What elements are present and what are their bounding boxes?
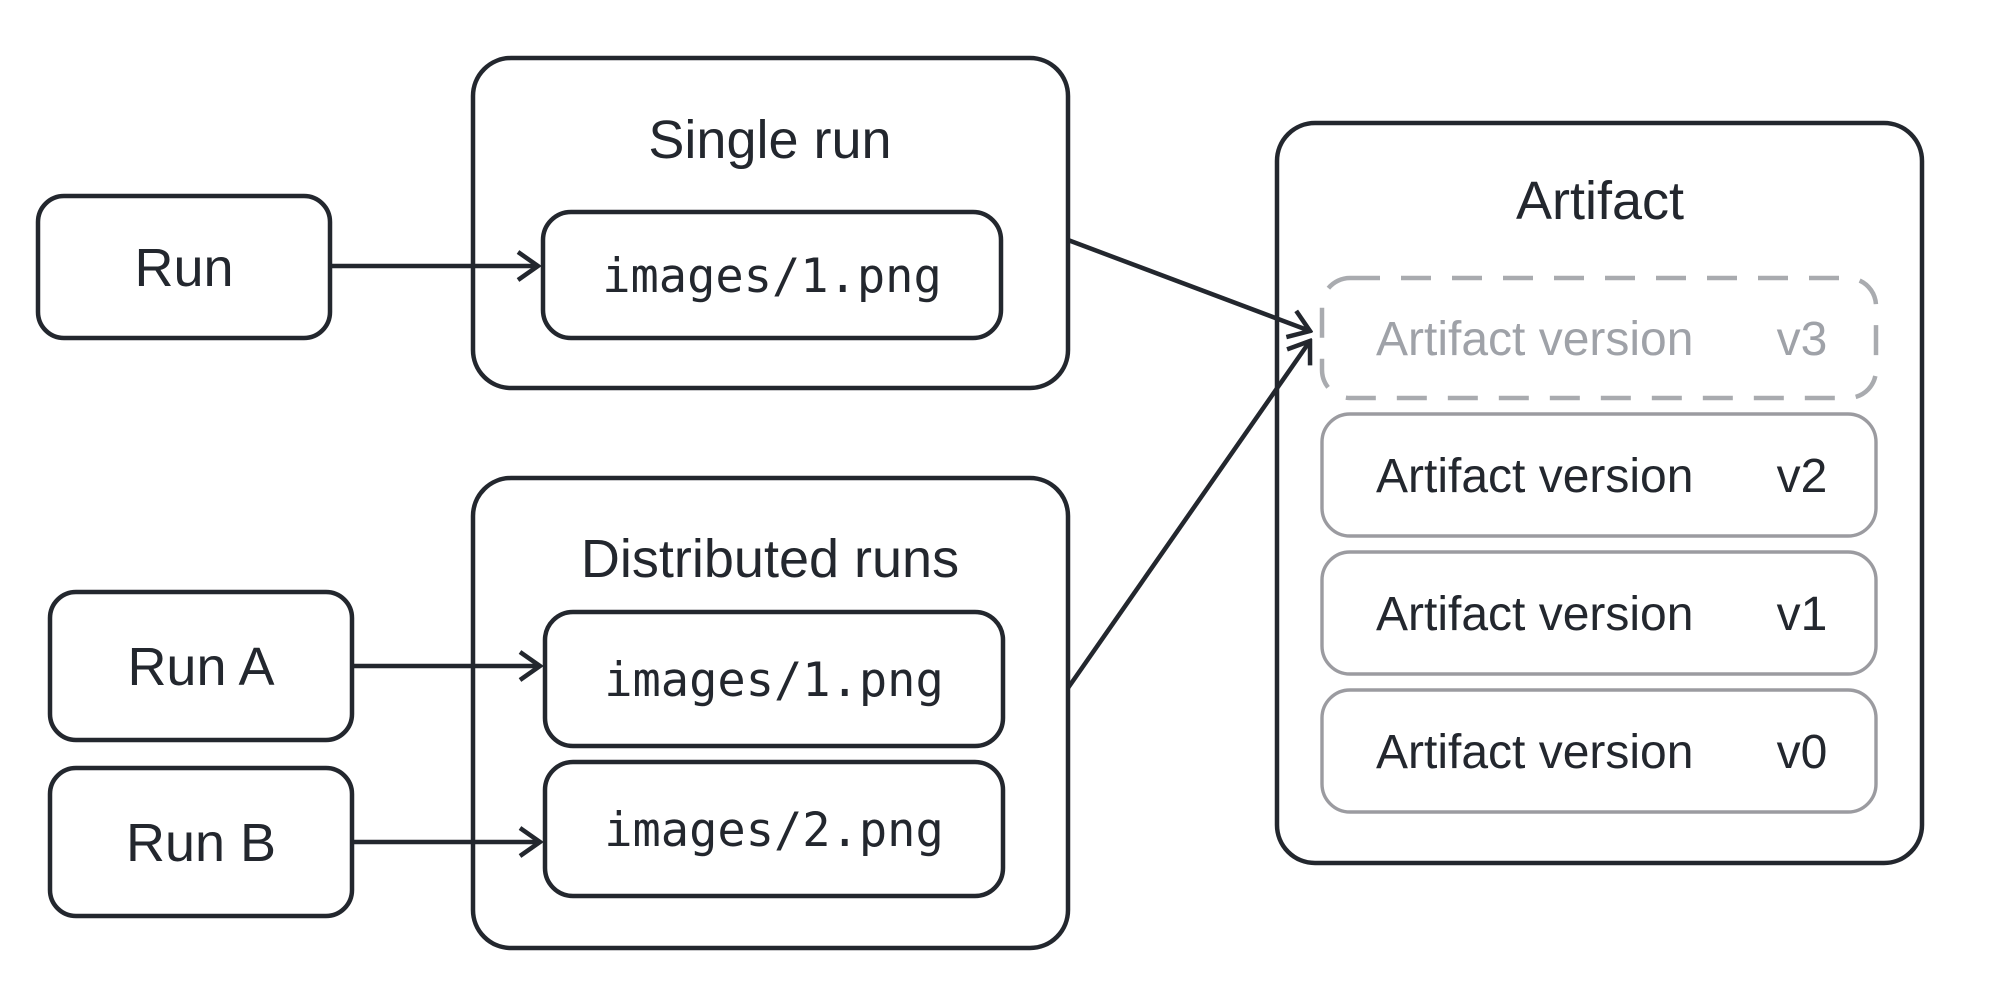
artifact-panel: Artifact Artifact version v3 Artifact ve… [1274,120,1925,866]
single-run-group-border [470,55,1071,391]
artifact-version-row-v3: Artifact version v3 [1319,275,1879,401]
distributed-runs-group-title: Distributed runs [581,529,959,589]
artifact-version-row-v1: Artifact version v1 [1320,550,1878,676]
distributed-file-label-2: images/2.png [604,803,944,858]
distributed-runs-group: Distributed runs images/1.png images/2.p… [470,475,1071,951]
distributed-file-node-2 [542,759,1006,899]
artifact-version-row-v0: Artifact version v0 [1320,688,1878,814]
edge-distributed-runs-to-artifact-v3 [1066,341,1310,690]
run-b-node: Run B [47,765,355,919]
artifact-version-v0-label: Artifact version [1376,726,1693,779]
artifact-version-v1-label: Artifact version [1376,588,1693,641]
distributed-file-node-1 [542,609,1006,749]
artifact-version-v0-border [1320,688,1878,814]
artifact-version-v2-label: Artifact version [1376,450,1693,503]
artifact-version-v1-border [1320,550,1878,676]
artifact-version-row-v2: Artifact version v2 [1320,412,1878,538]
single-run-file-node [540,209,1004,341]
edge-single-run-to-artifact-v3 [1067,237,1310,331]
run-node-label: Run [134,238,233,298]
single-run-file-label: images/1.png [602,249,942,304]
distributed-runs-group-border [470,475,1071,951]
run-node: Run [35,193,333,341]
artifact-version-v2-border [1320,412,1878,538]
artifact-panel-title: Artifact [1516,171,1684,231]
artifact-version-v0-value: v0 [1777,726,1828,779]
single-run-group-title: Single run [648,110,891,170]
artifact-version-v3-value: v3 [1777,313,1828,366]
single-run-group: Single run images/1.png [470,55,1071,391]
artifact-version-v1-value: v1 [1777,588,1828,641]
artifact-version-v3-label: Artifact version [1376,313,1693,366]
distributed-file-label-1: images/1.png [604,653,944,708]
artifact-panel-border [1274,120,1925,866]
run-a-node-label: Run A [127,637,274,697]
artifact-version-v2-value: v2 [1777,450,1828,503]
artifact-version-v3-border [1319,275,1879,401]
run-a-node: Run A [47,589,355,743]
run-b-node-label: Run B [126,813,276,873]
